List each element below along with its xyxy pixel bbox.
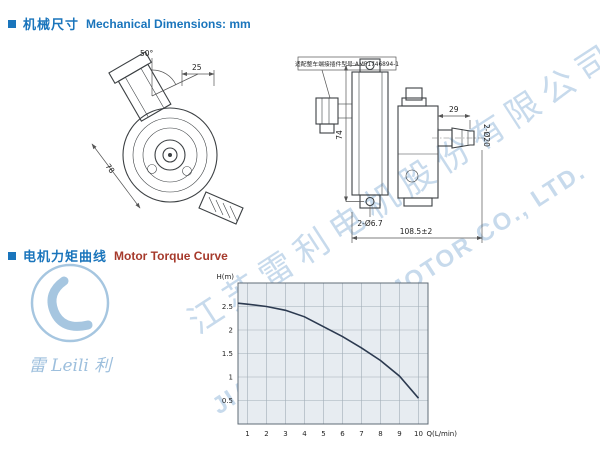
x-tick-label: 6 [340, 430, 345, 438]
dim-angle-label: 50° [140, 49, 154, 58]
motor-torque-curve-header: 电机力矩曲线 Motor Torque Curve [8, 246, 228, 265]
torque-title-cn: 电机力矩曲线 [23, 249, 108, 264]
y-tick-label: 1 [229, 374, 233, 382]
mechanical-title-cn: 机械尺寸 [23, 17, 80, 32]
plot-border [237, 282, 429, 425]
side-view: 适配整车端接插件型号:AMP1746894-1 74 [295, 56, 399, 228]
dim-29-label: 29 [449, 105, 459, 114]
torque-curve-line [237, 302, 420, 399]
x-tick-label: 3 [283, 430, 287, 438]
y-tick-label: 1.5 [222, 350, 233, 358]
y-axis-label: H(m) [216, 273, 234, 281]
x-tick-label: 4 [302, 430, 307, 438]
x-axis-label: Q(L/min) [427, 430, 458, 438]
y-tick-label: 2.5 [222, 303, 233, 311]
y-tick-label: 2 [229, 327, 233, 335]
dim-25-label: 25 [192, 63, 202, 72]
torque-curve-chart: 1 2 3 4 5 6 7 8 9 10 0.5 1 1.5 2 2.5 H(m) Q(L/min) [216, 273, 458, 438]
x-tick-label: 8 [378, 430, 382, 438]
x-tick-label: 10 [414, 430, 423, 438]
logo-swirl-icon [47, 276, 93, 331]
mechanical-drawing: 50° 25 78 适配整车端接插件型号:AMP1746894-1 [91, 49, 491, 243]
connector-model-label: 适配整车端接插件型号:AMP1746894-1 [295, 60, 399, 68]
logo-circle-icon [30, 263, 110, 343]
dim-holes-label: 2-Ø6.7 [357, 219, 383, 228]
mechanical-dimensions-header: 机械尺寸 Mechanical Dimensions: mm [8, 14, 251, 33]
section-bullet-icon [8, 251, 16, 260]
y-tick-label: 0.5 [222, 397, 233, 405]
x-tick-label: 2 [264, 430, 268, 438]
x-tick-label: 1 [245, 430, 249, 438]
outlet-view: 29 2-Ø20 108.5±2 [351, 87, 491, 243]
dim-78-label: 78 [104, 162, 117, 175]
x-tick-label: 5 [321, 430, 325, 438]
x-tick-label: 9 [397, 430, 401, 438]
torque-title-en: Motor Torque Curve [114, 248, 228, 263]
dim-barb-label: 2-Ø20 [482, 124, 491, 147]
company-logo-watermark: 雷 Leili 利 [29, 263, 114, 376]
x-tick-label: 7 [359, 430, 363, 438]
front-view: 50° 25 78 [91, 49, 244, 225]
dim-74-label: 74 [335, 130, 344, 140]
mechanical-title-en: Mechanical Dimensions: mm [86, 16, 251, 31]
section-bullet-icon [8, 19, 16, 28]
logo-script-text: 雷 Leili 利 [29, 356, 114, 376]
dim-length-label: 108.5±2 [400, 227, 433, 236]
